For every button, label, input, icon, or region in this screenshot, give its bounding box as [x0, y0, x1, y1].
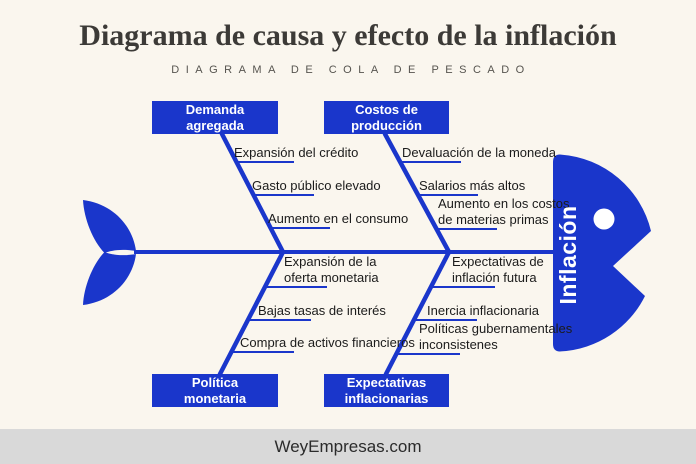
- cause-label: Compra de activos financieros: [240, 335, 415, 350]
- cause-label: Devaluación de la moneda: [402, 145, 556, 160]
- cause-label: Expectativas de inflación futura: [452, 254, 544, 285]
- cause-label: Salarios más altos: [419, 178, 526, 193]
- category-box-demanda-agregada: Demanda agregada: [152, 101, 278, 134]
- page-subtitle: DIAGRAMA DE COLA DE PESCADO: [171, 64, 531, 76]
- footer-site-text: WeyEmpresas.com: [274, 437, 422, 456]
- branch-line-politica-monetaria: [217, 249, 286, 377]
- fish-head-shape: [553, 154, 651, 352]
- page-title: Diagrama de causa y efecto de la inflaci…: [79, 19, 617, 52]
- fish-eye: [593, 208, 615, 230]
- category-box-expectativas-inflacionarias: Expectativas inflacionarias: [324, 374, 449, 407]
- branch-line-demanda-agregada: [219, 131, 286, 255]
- cause-label: Bajas tasas de interés: [258, 303, 386, 318]
- fish-tail-lower-lobe: [83, 252, 136, 305]
- cause-label: Políticas gubernamentales inconsistenes: [419, 321, 573, 352]
- fish-tail-upper-lobe: [83, 200, 136, 253]
- category-box-politica-monetaria: Política monetaria: [152, 374, 278, 407]
- category-box-costos-de-produccion: Costos de producción: [324, 101, 449, 134]
- cause-label: Gasto público elevado: [252, 178, 381, 193]
- cause-label: Expansión del crédito: [234, 145, 359, 160]
- cause-label: Aumento en los costos de materias primas: [438, 196, 570, 227]
- footer-bar: WeyEmpresas.com: [0, 429, 696, 464]
- effect-label-inflacion: Inflación: [555, 205, 581, 305]
- branch-line-costos-de-produccion: [382, 131, 452, 255]
- cause-label: Aumento en el consumo: [268, 211, 409, 226]
- branch-line-expectativas-inflacionarias: [383, 249, 452, 377]
- cause-label: Inercia inflacionaria: [427, 303, 540, 318]
- cause-label: Expansión de la oferta monetaria: [284, 254, 379, 285]
